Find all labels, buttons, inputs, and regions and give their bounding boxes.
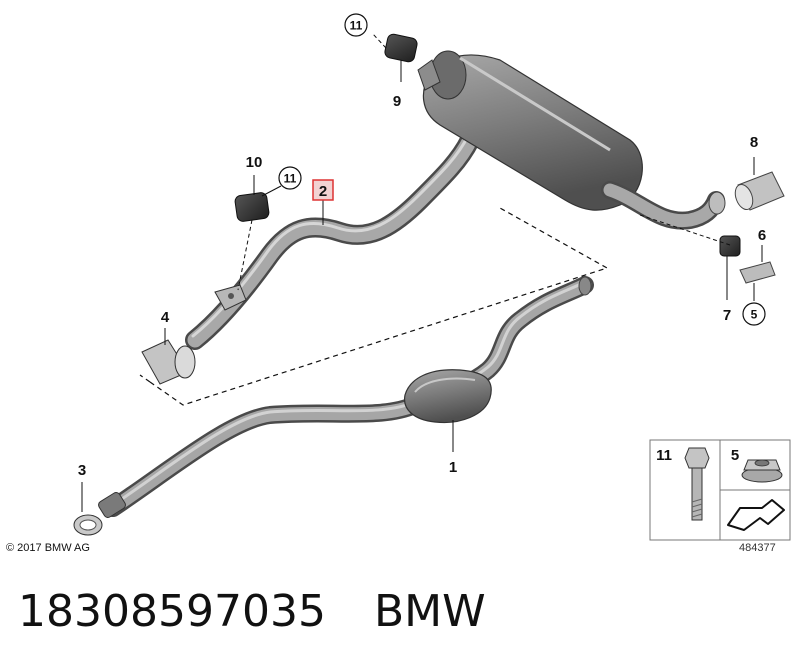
callout-2: 2 (312, 179, 334, 201)
clamp-part-3 (73, 514, 103, 536)
svg-text:11: 11 (656, 447, 672, 464)
svg-text:2: 2 (319, 183, 327, 200)
diagram-number: 484377 (739, 542, 776, 554)
callout-11-top: 11 (344, 13, 368, 37)
callout-9: 9 (393, 93, 401, 110)
copyright-notice: © 2017 BMW AG (6, 542, 90, 554)
flange-nut-icon (741, 459, 783, 483)
part-number: 18308597035 (18, 586, 326, 637)
fastener-legend: 11 5 (649, 439, 791, 541)
svg-text:11: 11 (350, 19, 363, 33)
rear-silencer (417, 50, 726, 230)
bolt-icon (684, 447, 710, 521)
rubber-mount-part-9 (384, 33, 418, 63)
callout-8: 8 (750, 134, 758, 151)
callout-5: 5 (742, 302, 766, 326)
brand-name: BMW (373, 586, 486, 637)
tailpipe-sleeve-part-8 (734, 171, 785, 211)
front-pipe-part-1 (98, 276, 594, 518)
part-caption: 18308597035 BMW (18, 586, 486, 637)
direction-arrow-icon (727, 499, 785, 531)
rubber-mount-part-10 (234, 192, 270, 222)
callout-6: 6 (758, 227, 766, 244)
callout-7: 7 (723, 307, 731, 324)
clamp-part-4 (141, 339, 196, 385)
callout-10: 10 (246, 154, 263, 171)
assembly-outline (149, 207, 609, 406)
svg-text:5: 5 (751, 308, 758, 322)
svg-text:5: 5 (731, 447, 739, 464)
callout-3: 3 (78, 462, 86, 479)
callout-11-mid: 11 (278, 166, 302, 190)
intermediate-pipe-part-2 (185, 130, 480, 350)
callout-4: 4 (161, 309, 170, 326)
callout-1: 1 (449, 459, 457, 476)
svg-text:11: 11 (284, 172, 297, 186)
rear-hanger-part-7 (719, 235, 776, 284)
